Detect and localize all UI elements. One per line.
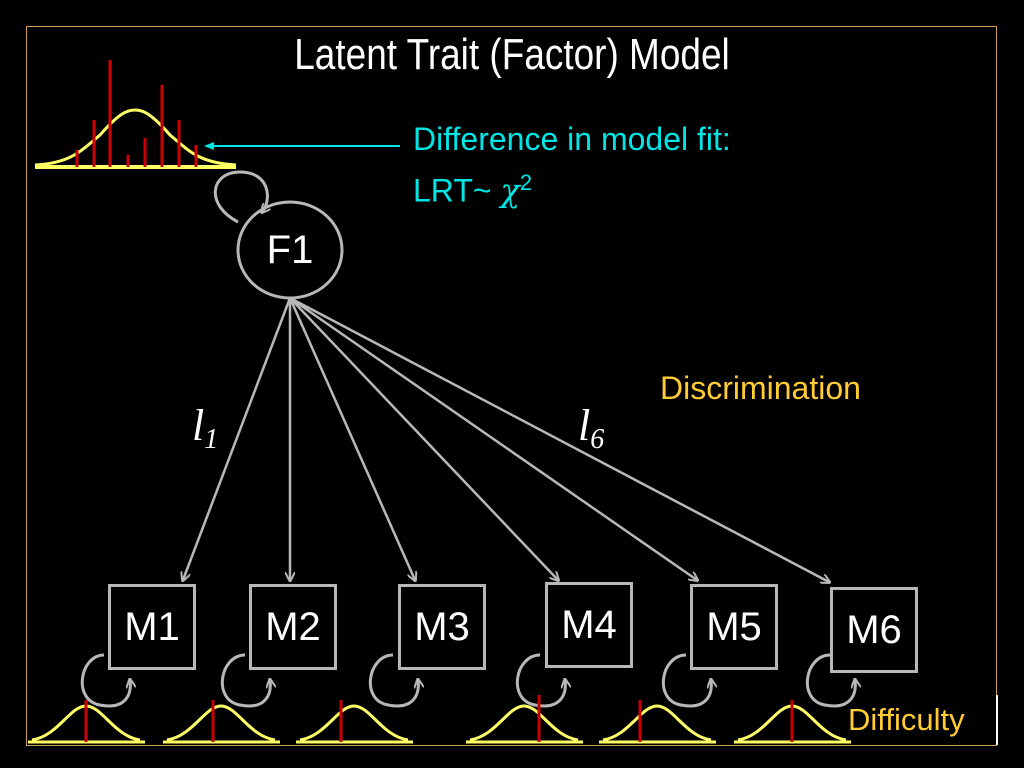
indicator-m1: M1 [108,584,196,670]
chi-symbol: χ [500,171,520,210]
f1-label: F1 [266,227,314,272]
fit-annotation-line2: LRT~ χ2 [413,170,532,210]
lrt-text: LRT~ [413,172,501,209]
residual-loop-m6 [805,653,855,708]
slide-title: Latent Trait (Factor) Model [294,30,730,79]
residual-loop-m4 [515,653,565,708]
fit-annotation-line1: Difference in model fit: [413,121,731,157]
loading-arrow-m6 [289,296,829,582]
indicator-m4: M4 [545,582,633,668]
loading-label-l6: l6 [578,401,605,455]
factor-distribution [34,60,237,169]
indicator-distributions [28,695,851,744]
f1-variance-loop [213,170,267,224]
residual-loop-m3 [368,653,418,708]
loading-arrow-m5 [289,296,697,580]
indicator-m3: M3 [398,584,486,670]
loading-arrow-m3 [288,297,415,580]
chi-superscript: 2 [519,170,533,195]
loading-label-l1: l1 [192,401,219,455]
slide-frame [26,26,997,746]
residual-loop-m1 [80,653,130,708]
loading-arrow-m4 [289,297,558,580]
indicator-m2: M2 [249,584,337,670]
difficulty-label: Difficulty [848,702,965,737]
indicator-m6: M6 [830,587,918,673]
indicator-m5: M5 [690,584,778,670]
residual-loop-m2 [220,653,270,708]
discrimination-label: Discrimination [660,370,861,406]
residual-loop-m5 [661,653,711,708]
loading-arrow-m1 [183,297,292,580]
